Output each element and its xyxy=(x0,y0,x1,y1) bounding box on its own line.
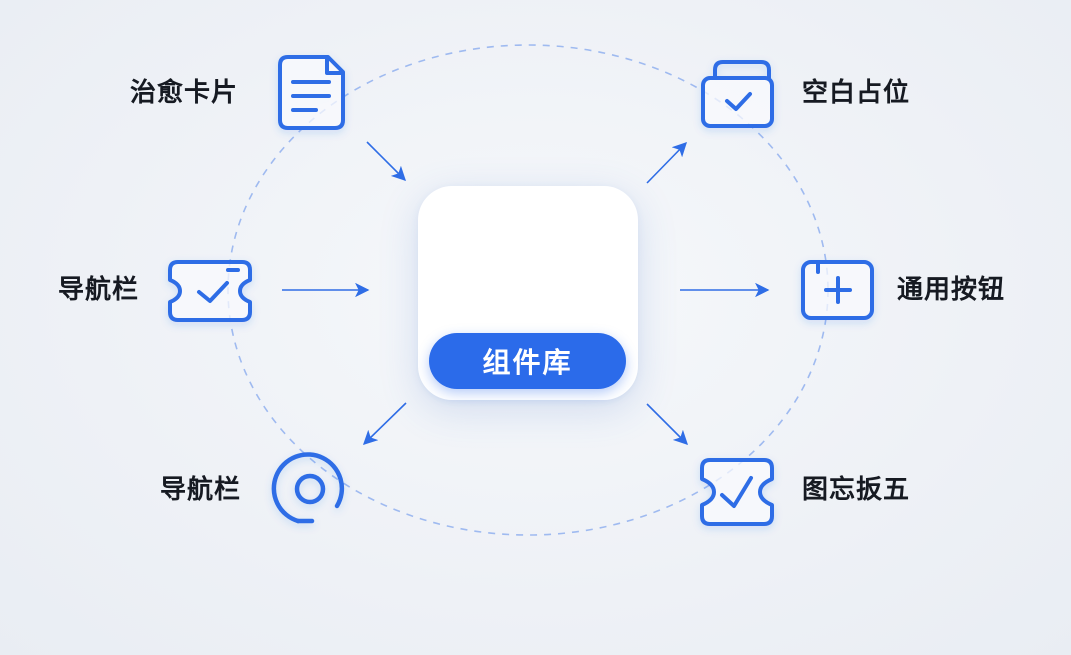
node-label-top-left: 治愈卡片 xyxy=(130,78,239,108)
node-label-mid-right: 通用按钮 xyxy=(897,275,1006,305)
ticket-check-icon xyxy=(700,458,774,526)
arrow-top-right xyxy=(646,141,688,184)
center-label: 组件库 xyxy=(482,346,573,379)
arrow-top-left xyxy=(366,141,407,182)
node-label-bottom-right: 图忘扳五 xyxy=(802,475,911,505)
ticket-check-icon xyxy=(168,260,252,322)
node-label-bottom-left: 导航栏 xyxy=(160,475,242,505)
node-label-top-right: 空白占位 xyxy=(802,78,911,108)
arrow-bottom-right xyxy=(646,403,689,446)
center-label-pill[interactable]: 组件库 xyxy=(429,333,626,389)
document-icon xyxy=(278,55,345,130)
arrow-bottom-left xyxy=(362,402,407,446)
node-label-mid-left: 导航栏 xyxy=(58,275,140,305)
plus-square-icon xyxy=(801,260,874,320)
circle-ring-icon xyxy=(271,452,345,524)
folder-check-icon xyxy=(701,60,774,128)
